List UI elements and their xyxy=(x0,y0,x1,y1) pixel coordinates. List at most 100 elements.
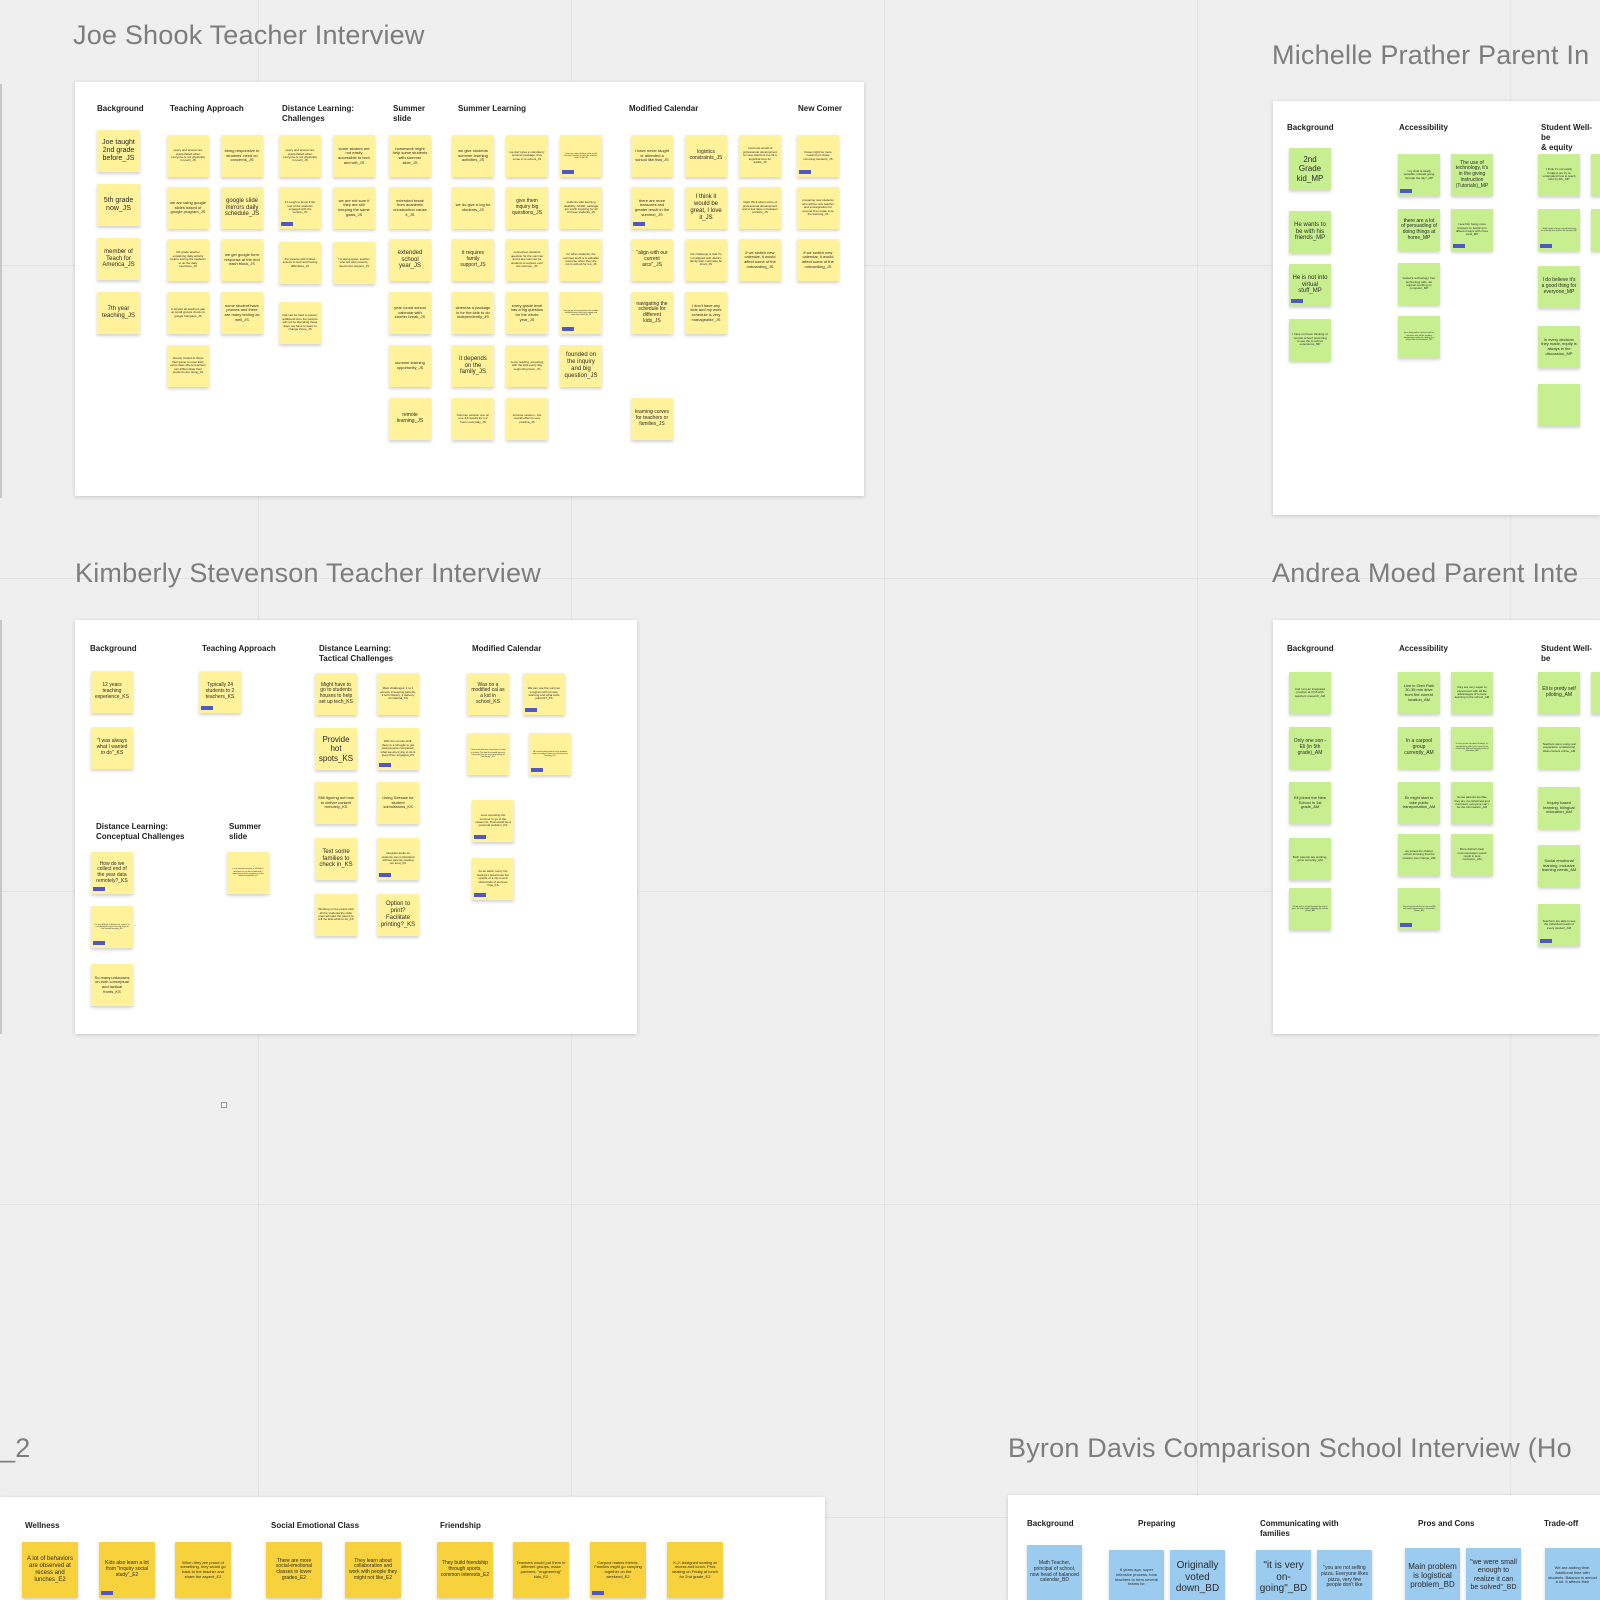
sticky-note[interactable]: why we go what we believe the student wo… xyxy=(560,292,602,334)
sticky-note[interactable]: founded on the inquiry and big question_… xyxy=(560,345,602,387)
sticky-note[interactable]: "you are not selling pizza. Everyone lik… xyxy=(1317,1550,1372,1600)
sticky-note[interactable]: And runs an integrated practice at CCA w… xyxy=(1289,672,1331,714)
sticky-note[interactable]: Using Seesaw for student submissions_KS xyxy=(377,782,419,824)
sticky-note[interactable]: A lot of behaviors are observed at reces… xyxy=(22,1542,78,1598)
sticky-note[interactable]: query and access are exacerbated when ev… xyxy=(167,135,209,177)
sticky-note[interactable]: we are not sure if they are still keepin… xyxy=(333,187,375,229)
sticky-note[interactable]: 5th grade now_JS xyxy=(97,184,140,226)
frame-title-kimberly[interactable]: Kimberly Stevenson Teacher Interview xyxy=(75,558,541,588)
sticky-note[interactable]: Social emotional learning, inclusive lea… xyxy=(1538,845,1580,887)
sticky-note[interactable]: I don't have any kids and my work schedu… xyxy=(685,292,727,334)
sticky-note[interactable]: there are some students who would benefi… xyxy=(560,135,602,177)
sticky-note[interactable]: When they are proud of something, they w… xyxy=(175,1542,231,1598)
sticky-note[interactable]: Eli might start to take public transport… xyxy=(1398,782,1440,824)
sticky-note[interactable]: Teachers were using real preparation of … xyxy=(1538,727,1580,769)
sticky-note[interactable]: Main problem is logistical problem_BD xyxy=(1405,1548,1460,1600)
sticky-note[interactable]: some reading, preparing with the kids ev… xyxy=(506,345,548,387)
sticky-note[interactable]: it requires family support_JS xyxy=(452,239,494,281)
sticky-note[interactable]: 6th grade teacher explaining daily activ… xyxy=(167,239,209,281)
sticky-note[interactable]: give them inquiry big questions_JS xyxy=(506,187,548,229)
sticky-note[interactable]: So many unknowns on both conceptual and … xyxy=(91,964,133,1006)
sticky-note[interactable]: We are adding time. Additional time with… xyxy=(1545,1548,1600,1600)
sticky-note[interactable]: year round school calendar with shorter … xyxy=(389,292,431,334)
sticky-note[interactable]: It's very difficult to deliver the conte… xyxy=(91,906,133,948)
sticky-note[interactable]: there are a lot of persuading of doing t… xyxy=(1398,209,1440,251)
sticky-note[interactable]: in every decision they made, equity is a… xyxy=(1538,326,1580,368)
sticky-note[interactable]: Carpool makes friends. Families might go… xyxy=(590,1542,646,1598)
sticky-note[interactable]: Teachers are able to see the individual … xyxy=(1538,904,1580,946)
sticky-note[interactable]: He is not into virtual stuff_MP xyxy=(1289,264,1331,306)
sticky-note[interactable]: I have not been thinking of 'remote scho… xyxy=(1289,319,1331,361)
sticky-note[interactable]: google slide mirrors daily schedule_JS xyxy=(221,187,263,229)
sticky-note[interactable]: It is key to the schedule of things, it'… xyxy=(1451,727,1493,769)
sticky-note[interactable]: Main challenges: 1 to 1 access, 2 keepin… xyxy=(377,673,419,715)
frame-title-michelle[interactable]: Michelle Prather Parent In xyxy=(1272,40,1590,70)
sticky-note[interactable]: homework might help some students with s… xyxy=(389,135,431,177)
frame-title-andrea[interactable]: Andrea Moed Parent Inte xyxy=(1272,558,1579,588)
sticky-note[interactable]: Summer session one on one 4-6 weeks for … xyxy=(452,398,494,440)
sticky-note[interactable]: extended school year_JS xyxy=(389,239,431,281)
sticky-note[interactable]: learning curves for teachers or families… xyxy=(631,398,673,440)
sticky-note[interactable]: if we switch new calendar, it would affe… xyxy=(739,239,781,281)
sticky-note[interactable]: Option to print? Facilitate printing?_KS xyxy=(377,894,419,936)
sticky-note[interactable]: that can be hard to parent, additional t… xyxy=(279,302,321,344)
sticky-note[interactable]: logistics constraints_JS xyxy=(685,135,727,177)
sticky-note[interactable]: it's tough to know if the rest of the st… xyxy=(279,187,321,229)
sticky-note[interactable]: Might have to go to students houses to h… xyxy=(315,673,357,715)
sticky-note[interactable]: Inquiry based learning, bilingual educat… xyxy=(1538,787,1580,829)
sticky-note[interactable]: More distinct clear communication would … xyxy=(1451,834,1493,876)
sticky-note[interactable]: I do believe it's a good thing for every… xyxy=(1538,266,1580,308)
sticky-note[interactable]: One of my friends had a tutor and Eli an… xyxy=(1398,888,1440,930)
sticky-note[interactable]: query and access are exacerbated when ev… xyxy=(279,135,321,177)
sticky-note[interactable]: Teachers would put them in different gro… xyxy=(513,1542,569,1598)
sticky-note[interactable]: I think it would be great, I love it_JS xyxy=(685,187,727,229)
sticky-note[interactable]: navigating the schedule for different ki… xyxy=(631,292,673,334)
frame-joe-shook[interactable]: Background Teaching Approach Distance Le… xyxy=(75,82,864,496)
sticky-note[interactable]: "it is very on-going"_BD xyxy=(1256,1550,1311,1600)
sticky-note[interactable]: the challenge is that it's not aligned w… xyxy=(685,239,727,281)
frame-wellness[interactable]: Wellness Social Emotional Class Friendsh… xyxy=(0,1497,825,1600)
sticky-note[interactable]: As an adult, every her feelings I would … xyxy=(472,858,514,900)
sticky-note[interactable]: being responsive to students' need on co… xyxy=(221,135,263,177)
sticky-note[interactable]: Math Teacher, principal of school, now h… xyxy=(1027,1545,1082,1600)
sticky-note[interactable]: "align with our current arcs"_JS xyxy=(631,239,673,281)
sticky-note[interactable]: Eli did well in school through the rest … xyxy=(1289,888,1331,930)
sticky-note[interactable]: he is doing well in classes with his tea… xyxy=(1398,316,1440,358)
sticky-note[interactable]: those might be more needs from those inc… xyxy=(797,135,839,177)
frame-andrea-moed[interactable]: Background Accessibility Student Well-be… xyxy=(1273,620,1600,1034)
sticky-note[interactable]: He wants to be with his friends_MP xyxy=(1289,211,1331,253)
sticky-note[interactable]: They learn about collaboration and work … xyxy=(345,1542,401,1598)
sticky-note[interactable]: Live in Glen Park 30-35 min drive from t… xyxy=(1398,672,1440,714)
sticky-note[interactable]: there are more treasures and greater res… xyxy=(631,187,673,229)
sticky-note[interactable]: Still figuring out how to deliver conten… xyxy=(315,782,357,824)
sticky-note[interactable]: connected, students question for the sum… xyxy=(506,239,548,281)
sticky-note[interactable]: Joe taught 2nd grade before_JS xyxy=(97,130,140,172)
sticky-note[interactable]: Love spending the summer to go to the mu… xyxy=(472,800,514,842)
sticky-note[interactable]: Both parents are working, gone currently… xyxy=(1289,838,1331,880)
sticky-note[interactable]: Provide hot spots_KS xyxy=(315,728,357,770)
sticky-note[interactable]: I have never taught or attended a school… xyxy=(631,135,673,177)
frame-title-joe[interactable]: Joe Shook Teacher Interview xyxy=(73,20,425,50)
sticky-note[interactable] xyxy=(1591,209,1600,251)
sticky-note[interactable]: I think it's not easily bridged, we try … xyxy=(1538,154,1580,196)
sticky-note[interactable]: remote learning_JS xyxy=(389,398,431,440)
sticky-note[interactable] xyxy=(1591,154,1600,196)
sticky-note[interactable]: Working on the points with all the stude… xyxy=(315,894,357,936)
sticky-note[interactable]: it depends on the family_JS xyxy=(452,345,494,387)
sticky-note[interactable]: we don't give a mandatory summer package… xyxy=(506,135,548,177)
sticky-note[interactable]: Originally voted down_BD xyxy=(1170,1550,1225,1600)
frame-title-byron[interactable]: Byron Davis Comparison School Interview … xyxy=(1008,1433,1572,1463)
sticky-note[interactable]: We can use the summer program with remot… xyxy=(523,673,565,715)
sticky-note[interactable]: I see him being more focused on learning… xyxy=(1451,209,1493,251)
sticky-note[interactable]: Eli is pretty self piloting_AM xyxy=(1538,672,1580,714)
sticky-note[interactable]: "we were small enough to realize it can … xyxy=(1466,1548,1521,1600)
sticky-note[interactable]: summer session - the overall effect is v… xyxy=(506,398,548,440)
sticky-note[interactable]: we do give a log for students_JS xyxy=(452,187,494,229)
sticky-note[interactable]: Only one son - Eli (in 5th grade)_AM xyxy=(1289,727,1331,769)
sticky-note[interactable]: might think about some of professional d… xyxy=(739,187,781,229)
sticky-note[interactable]: they are very eager to experiment with a… xyxy=(1451,672,1493,714)
sticky-note[interactable]: 2nd Grade kid_MP xyxy=(1289,148,1331,190)
sticky-note[interactable]: some student have phones and there are m… xyxy=(221,292,263,334)
sticky-note[interactable]: some student are not easily accessible t… xyxy=(333,135,375,177)
sticky-note[interactable]: for other students, the summer work is a… xyxy=(560,239,602,281)
